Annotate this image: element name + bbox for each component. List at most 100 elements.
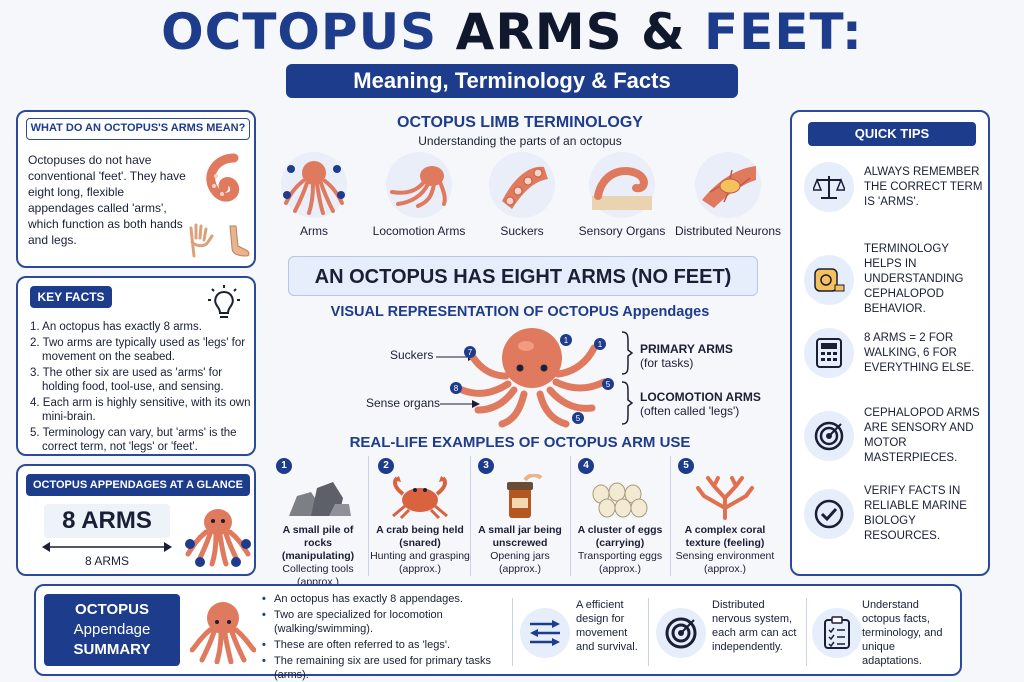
summary-label-3: SUMMARY: [73, 641, 151, 658]
svg-text:8: 8: [454, 384, 459, 393]
example-divider: [368, 456, 369, 576]
eight-arms-banner: AN OCTOPUS HAS EIGHT ARMS (NO FEET): [288, 256, 758, 296]
example-title: A crab being held (snared): [376, 524, 464, 549]
example-rocks: 1 A small pile of rocks (manipulating) C…: [268, 458, 368, 589]
tip-item: ALWAYS REMEMBER THE CORRECT TERM IS 'ARM…: [804, 162, 988, 212]
example-title: A small jar being unscrewed: [478, 524, 562, 549]
summary-divider: [512, 598, 513, 666]
svg-text:5: 5: [576, 414, 581, 423]
banner-text: AN OCTOPUS HAS EIGHT ARMS (NO FEET): [314, 266, 732, 288]
tip-item: CEPHALOPOD ARMS ARE SENSORY AND MOTOR MA…: [804, 406, 988, 466]
example-number: 1: [276, 458, 292, 474]
title-part-1: OCTOPUS: [161, 3, 438, 61]
primary-bracket: [621, 331, 634, 375]
summary-col-2: Distributed nervous system, each arm can…: [712, 599, 797, 653]
example-use: Opening jars: [490, 550, 550, 562]
summary-col-1: A efficient design for movement and surv…: [576, 599, 638, 653]
primary-arms-label: PRIMARY ARMS (for tasks): [640, 342, 733, 370]
term-suckers: Suckers: [482, 152, 562, 238]
example-eggs: 4 A cluster of eggs (carrying) Transport…: [570, 458, 670, 576]
subtitle-banner: Meaning, Terminology & Facts: [286, 64, 738, 98]
tentacle-icon: [206, 153, 240, 202]
summary-label-1: OCTOPUS: [75, 601, 149, 618]
arms-icon: [281, 152, 347, 218]
key-facts-panel: KEY FACTS 1. An octopus has exactly 8 ar…: [16, 276, 256, 456]
tip-text: VERIFY FACTS IN RELIABLE MARINE BIOLOGY …: [864, 485, 967, 542]
term-label: Sensory Organs: [578, 224, 666, 238]
example-use: Hunting and grasping: [370, 550, 470, 562]
term-label: Arms: [300, 224, 328, 238]
tip-text: 8 ARMS = 2 FOR WALKING, 6 FOR EVERYTHING…: [864, 331, 975, 374]
example-jar: 3 A small jar being unscrewed Opening ja…: [470, 458, 570, 576]
locomotion-bracket: [621, 381, 634, 425]
example-note: (approx.): [703, 563, 746, 575]
jar-icon: [507, 473, 543, 518]
summary-col-3: Understand octopus facts, terminology, a…: [862, 599, 943, 667]
svg-text:7: 7: [468, 348, 473, 357]
title-part-2: ARMS &: [455, 3, 686, 61]
terminology-heading: OCTOPUS LIMB TERMINOLOGY: [397, 114, 643, 131]
glance-panel: OCTOPUS APPENDAGES AT A GLANCE 8 ARMS 8 …: [16, 464, 256, 576]
example-number: 4: [578, 458, 594, 474]
summary-bullet: These are often referred to as 'legs'.: [262, 638, 512, 652]
example-title: A complex coral texture (feeling): [684, 524, 766, 549]
glance-heading: OCTOPUS APPENDAGES AT A GLANCE: [26, 474, 250, 496]
scale-icon: [804, 162, 854, 212]
term-label: Suckers: [500, 224, 544, 238]
locomotion-arms-icon: [386, 152, 452, 218]
summary-bullet: Two are specialized for locomotion (walk…: [262, 608, 512, 636]
tip-text: CEPHALOPOD ARMS ARE SENSORY AND MOTOR MA…: [864, 407, 980, 464]
example-note: (approx.): [598, 563, 641, 575]
primary-title: PRIMARY ARMS: [640, 342, 733, 356]
lightbulb-icon: [208, 285, 240, 318]
label-suckers: Suckers: [390, 348, 434, 362]
key-fact-item: 5. Terminology can vary, but 'arms' is t…: [30, 427, 237, 453]
tip-item: 8 ARMS = 2 FOR WALKING, 6 FOR EVERYTHING…: [804, 328, 988, 378]
glance-big-text: 8 ARMS: [62, 507, 152, 534]
checklist-icon: [812, 608, 862, 658]
example-number: 5: [678, 458, 694, 474]
sense-pointer: [440, 400, 480, 408]
arms-mean-text: Octopuses do not have conventional 'feet…: [28, 153, 186, 247]
arms-mean-panel: WHAT DO AN OCTOPUS'S ARMS MEAN? Octopuse…: [16, 110, 256, 268]
example-title: A cluster of eggs (carrying): [577, 524, 663, 549]
tip-text: ALWAYS REMEMBER THE CORRECT TERM IS 'ARM…: [864, 165, 983, 208]
arms-mean-heading-text: WHAT DO AN OCTOPUS'S ARMS MEAN?: [30, 122, 246, 134]
svg-text:1: 1: [598, 340, 603, 349]
summary-label-2: Appendage: [73, 621, 151, 638]
key-fact-item: 4. Each arm is highly sensitive, with it…: [30, 397, 251, 423]
key-fact-item: 2. Two arms are typically used as 'legs'…: [30, 337, 246, 363]
key-facts-heading-text: KEY FACTS: [37, 290, 105, 304]
example-title: A small pile of rocks (manipulating): [281, 524, 355, 562]
example-divider: [670, 456, 671, 576]
label-sense-organs: Sense organs: [366, 396, 441, 410]
target-icon: [804, 411, 854, 461]
glance-heading-text: OCTOPUS APPENDAGES AT A GLANCE: [32, 479, 244, 491]
hand-icon: [189, 223, 214, 258]
example-use: Transporting eggs: [577, 550, 663, 562]
term-sensory-organs: Sensory Organs: [572, 152, 672, 238]
example-number: 3: [478, 458, 494, 474]
main-title: OCTOPUS ARMS & FEET:: [0, 0, 1024, 64]
example-use: Sensing environment: [675, 550, 775, 562]
locomotion-arms-label: LOCOMOTION ARMS (often called 'legs'): [640, 390, 761, 418]
summary-bullets: An octopus has exactly 8 appendages. Two…: [262, 592, 512, 682]
example-crab: 2 A crab being held (snared) Hunting and…: [370, 458, 470, 576]
neurons-icon: [695, 152, 761, 218]
quick-tips-heading-text: QUICK TIPS: [854, 126, 930, 141]
target-summary-icon: [656, 608, 706, 658]
suckers-icon: [489, 152, 555, 218]
key-fact-item: 1. An octopus has exactly 8 arms.: [30, 321, 202, 333]
eggs-icon: [592, 482, 648, 518]
quick-tips-panel: QUICK TIPS ALWAYS REMEMBER THE CORRECT T…: [790, 110, 990, 576]
example-use: Collecting tools: [282, 563, 354, 575]
octopus-summary-icon: [190, 602, 256, 664]
octopus-diagram: 7 8 1 1 5 5: [450, 328, 614, 428]
calculator-icon: [804, 328, 854, 378]
visual-heading: VISUAL REPRESENTATION OF OCTOPUS Appenda…: [330, 304, 710, 320]
term-label: Distributed Neurons: [674, 224, 782, 238]
example-note: (approx.): [398, 563, 441, 575]
locomotion-sub: (often called 'legs'): [640, 404, 740, 418]
key-facts-heading: KEY FACTS: [30, 286, 112, 308]
arrows-icon: [520, 608, 570, 658]
